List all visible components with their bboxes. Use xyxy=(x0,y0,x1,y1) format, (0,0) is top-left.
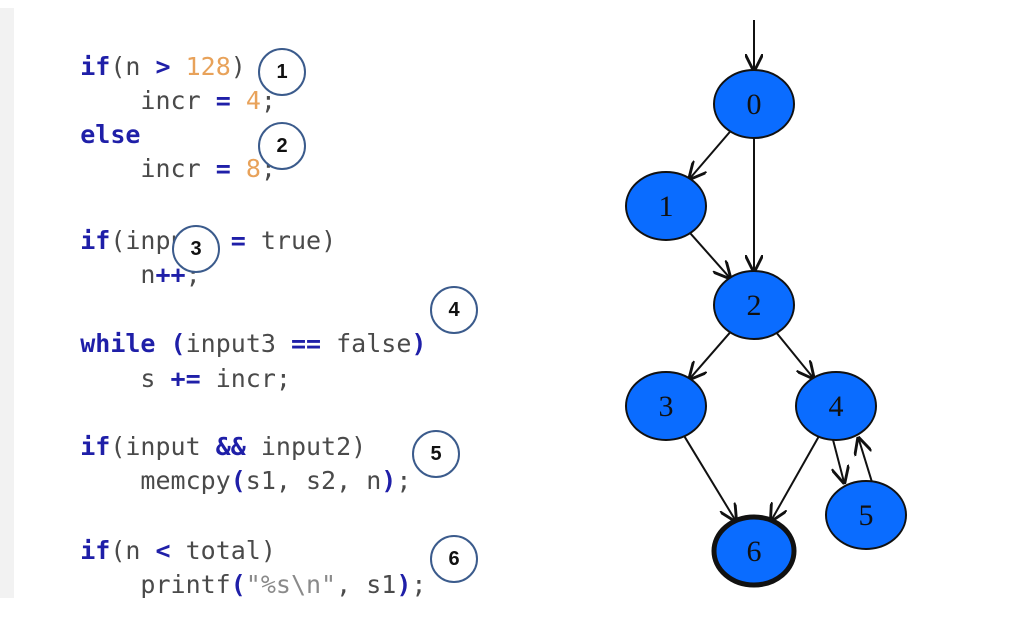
node-4-shape xyxy=(795,371,877,441)
statement-marker-1: 1 xyxy=(258,48,306,96)
node-6-shape xyxy=(711,514,797,588)
operator: ( xyxy=(230,466,246,495)
code-line-7: while (input3 == false) xyxy=(20,299,426,389)
keyword: if xyxy=(80,52,111,81)
code-line-8: s += incr; xyxy=(20,334,291,424)
node-6-label: 6 xyxy=(747,535,762,568)
code-line-3: else xyxy=(20,90,140,180)
statement-marker-3: 3 xyxy=(172,225,220,273)
code-text: n xyxy=(80,260,156,289)
edge-2-to-4 xyxy=(775,332,814,378)
operator: < xyxy=(155,536,171,565)
node-1-shape xyxy=(625,171,707,241)
keyword: while xyxy=(80,329,156,358)
operator: == xyxy=(290,329,322,358)
node-5-shape xyxy=(825,480,907,550)
edge-4-to-6 xyxy=(771,436,820,521)
code-text: true) xyxy=(245,226,337,255)
code-line-2: incr = 4; xyxy=(20,56,276,146)
edge-0-to-1 xyxy=(690,130,732,178)
operator: = xyxy=(230,226,246,255)
code-text: total) xyxy=(170,536,276,565)
operator: ) xyxy=(381,466,397,495)
code-text: ; xyxy=(411,570,427,599)
code-line-12: printf("%s\n", s1); xyxy=(20,540,426,630)
edge-1-to-2 xyxy=(689,232,730,278)
edge-4-to-5 xyxy=(833,439,844,483)
control-flow-graph: 0 1 2 3 4 5 6 xyxy=(625,20,907,588)
code-text: printf xyxy=(80,570,231,599)
code-text: , s1 xyxy=(336,570,397,599)
code-panel: if(n > 128) incr = 4; else incr = 8; if(… xyxy=(0,8,478,599)
code-text: s1, s2, n xyxy=(245,466,382,495)
code-text xyxy=(231,154,246,183)
node-1-label: 1 xyxy=(659,190,674,223)
number-literal: 8 xyxy=(245,154,261,183)
node-2: 2 xyxy=(713,270,795,340)
statement-marker-6: 6 xyxy=(430,535,478,583)
number-literal: 128 xyxy=(185,52,231,81)
code-line-11: if(n < total) xyxy=(20,506,276,596)
edge-5-to-4 xyxy=(859,438,873,482)
node-3: 3 xyxy=(625,371,707,441)
node-4: 4 xyxy=(795,371,877,441)
code-text: (n xyxy=(110,52,156,81)
node-0: 0 xyxy=(713,69,795,139)
code-text xyxy=(231,86,246,115)
keyword: if xyxy=(80,432,111,461)
node-2-shape xyxy=(713,270,795,340)
code-text: memcpy xyxy=(80,466,231,495)
keyword: if xyxy=(80,226,111,255)
operator: ) xyxy=(411,329,427,358)
node-4-label: 4 xyxy=(829,390,844,423)
node-1: 1 xyxy=(625,171,707,241)
editor-gutter xyxy=(0,8,14,598)
code-text: s xyxy=(80,364,171,393)
code-text: false xyxy=(321,329,412,358)
operator: ( xyxy=(170,329,186,358)
edges-layer xyxy=(683,20,873,521)
operator: ) xyxy=(396,570,412,599)
keyword: else xyxy=(80,120,141,149)
code-text: input3 xyxy=(185,329,291,358)
operator: ( xyxy=(230,570,246,599)
code-text: incr xyxy=(80,154,216,183)
string-literal: "%s\n" xyxy=(245,570,337,599)
node-3-shape xyxy=(625,371,707,441)
number-literal: 4 xyxy=(245,86,261,115)
node-5-label: 5 xyxy=(859,499,874,532)
statement-marker-4: 4 xyxy=(430,286,478,334)
operator: = xyxy=(215,86,231,115)
operator: = xyxy=(215,154,231,183)
statement-marker-5: 5 xyxy=(412,430,460,478)
nodes-layer: 0 1 2 3 4 5 6 xyxy=(625,69,907,588)
code-text: (input xyxy=(110,432,216,461)
code-text: incr xyxy=(80,86,216,115)
node-3-label: 3 xyxy=(659,390,674,423)
node-2-label: 2 xyxy=(747,289,762,322)
code-text: (n xyxy=(110,536,156,565)
statement-marker-2: 2 xyxy=(258,122,306,170)
node-0-label: 0 xyxy=(747,88,762,121)
code-line-10: memcpy(s1, s2, n); xyxy=(20,436,411,526)
code-text: ) xyxy=(230,52,246,81)
code-line-9: if(input && input2) xyxy=(20,402,366,492)
node-5: 5 xyxy=(825,480,907,550)
edge-2-to-3 xyxy=(690,331,731,378)
operator: += xyxy=(170,364,201,393)
operator: && xyxy=(215,432,246,461)
operator: > xyxy=(155,52,171,81)
node-0-shape xyxy=(713,69,795,139)
code-text: incr; xyxy=(200,364,291,393)
code-text: input2) xyxy=(245,432,367,461)
keyword: if xyxy=(80,536,111,565)
code-line-1: if(n > 128) xyxy=(20,22,246,112)
code-text: ; xyxy=(396,466,412,495)
edge-3-to-6 xyxy=(683,435,735,521)
node-6: 6 xyxy=(711,514,797,588)
